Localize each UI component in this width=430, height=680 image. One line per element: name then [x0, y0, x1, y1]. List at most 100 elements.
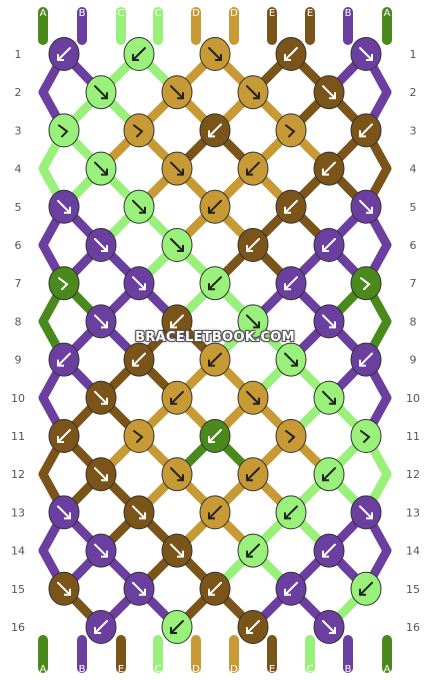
knot — [48, 571, 80, 606]
knot — [161, 610, 193, 644]
knot — [48, 189, 80, 224]
knot-arrow-icon — [208, 276, 222, 291]
knot-arrow-icon — [246, 238, 260, 252]
knot — [123, 571, 155, 606]
knot — [350, 419, 382, 453]
knot-arrow-head — [208, 206, 215, 214]
knot-arrow-icon — [208, 429, 222, 443]
top-strand-label: A — [40, 8, 47, 19]
knot-arrow-icon — [132, 505, 146, 520]
knot-arrow-icon — [170, 620, 184, 634]
knot-arrow-icon — [170, 543, 184, 558]
knot-arrow-icon — [322, 620, 336, 634]
knot-arrow-icon — [322, 390, 336, 405]
knot-arrow-head — [322, 474, 329, 482]
knot — [237, 457, 269, 492]
row-number-left: 4 — [15, 163, 22, 176]
knot-arrow-head — [359, 130, 366, 138]
knot-arrow-head — [64, 206, 71, 214]
knot-arrow-head — [246, 627, 253, 634]
row-number-left: 13 — [11, 506, 25, 519]
knot-arrow-head — [177, 168, 184, 176]
top-strand-label: B — [79, 8, 86, 19]
knot-arrow-icon — [360, 430, 371, 443]
knot-arrow-icon — [208, 199, 222, 214]
bottom-strand-label: D — [230, 664, 238, 675]
knot-grid — [48, 37, 382, 644]
knot — [350, 189, 382, 224]
knot-arrow-icon — [322, 314, 336, 329]
knot — [275, 37, 307, 71]
knot — [161, 151, 193, 186]
knot-arrow-head — [101, 168, 108, 176]
bottom-strand-label: D — [192, 664, 200, 675]
knot-arrow-head — [101, 550, 108, 558]
knot — [48, 266, 80, 301]
row-number-left: 10 — [11, 392, 25, 405]
row-number-right: 7 — [410, 277, 417, 290]
row-number-right: 6 — [410, 239, 417, 252]
knot-arrow-icon — [284, 47, 298, 61]
knot-arrow-head — [132, 54, 139, 61]
top-strand-label: C — [155, 8, 162, 19]
knot-arrow-icon — [322, 238, 336, 252]
knot-arrow-head — [359, 588, 366, 596]
knot-arrow-head — [246, 245, 253, 252]
knot — [275, 571, 307, 606]
row-number-left: 3 — [15, 124, 22, 137]
knot-arrow-icon — [170, 85, 184, 100]
row-number-left: 2 — [15, 86, 22, 99]
row-number-right: 12 — [406, 468, 420, 481]
knot — [161, 75, 193, 110]
knot — [48, 419, 80, 453]
knot-arrow-icon — [284, 581, 298, 596]
knot-arrow-head — [291, 359, 298, 367]
top-strand-label: D — [192, 8, 200, 19]
knot-arrow-head — [177, 92, 184, 100]
knot — [161, 533, 193, 568]
row-number-left: 8 — [15, 315, 22, 328]
knot-arrow-head — [322, 550, 329, 558]
knot — [275, 419, 307, 453]
knot-arrow-head — [246, 474, 253, 482]
knot-arrow-icon — [284, 276, 298, 291]
knot-arrow-icon — [359, 581, 373, 596]
knot-arrow-icon — [57, 199, 71, 214]
bottom-strand-label: B — [345, 664, 352, 675]
knot-arrow-icon — [322, 543, 336, 558]
row-number-left: 11 — [11, 430, 25, 443]
knot — [199, 342, 231, 377]
row-number-right: 13 — [406, 506, 420, 519]
knot-arrow-head — [101, 321, 108, 329]
knot-arrow-head — [177, 550, 184, 558]
knot-arrow-icon — [208, 123, 222, 138]
knot-arrow-head — [170, 321, 177, 329]
knot-arrow-head — [329, 397, 336, 405]
knot-arrow-icon — [94, 161, 108, 176]
knot — [237, 380, 269, 415]
knot-arrow-icon — [208, 581, 222, 596]
row-number-right: 1 — [410, 48, 417, 61]
knot — [275, 113, 307, 148]
knot — [85, 457, 117, 492]
knot — [123, 342, 155, 377]
knot-arrow-icon — [246, 620, 260, 634]
knot-arrow-icon — [132, 352, 146, 367]
top-strand-label: E — [269, 8, 275, 19]
row-number-right: 10 — [406, 392, 420, 405]
knot-arrow-head — [208, 588, 215, 596]
row-number-right: 3 — [410, 124, 417, 137]
row-number-right: 16 — [406, 621, 420, 634]
bottom-strand-label: C — [307, 664, 314, 675]
bottom-strand-label: C — [155, 664, 162, 675]
knot — [199, 266, 231, 301]
knot — [275, 342, 307, 377]
knot-arrow-icon — [285, 430, 296, 443]
knot — [350, 266, 382, 301]
knot-arrow-icon — [57, 47, 71, 61]
row-number-right: 9 — [410, 354, 417, 367]
knot-arrow-icon — [246, 314, 260, 329]
knot — [85, 75, 117, 110]
row-number-right: 15 — [406, 583, 420, 596]
